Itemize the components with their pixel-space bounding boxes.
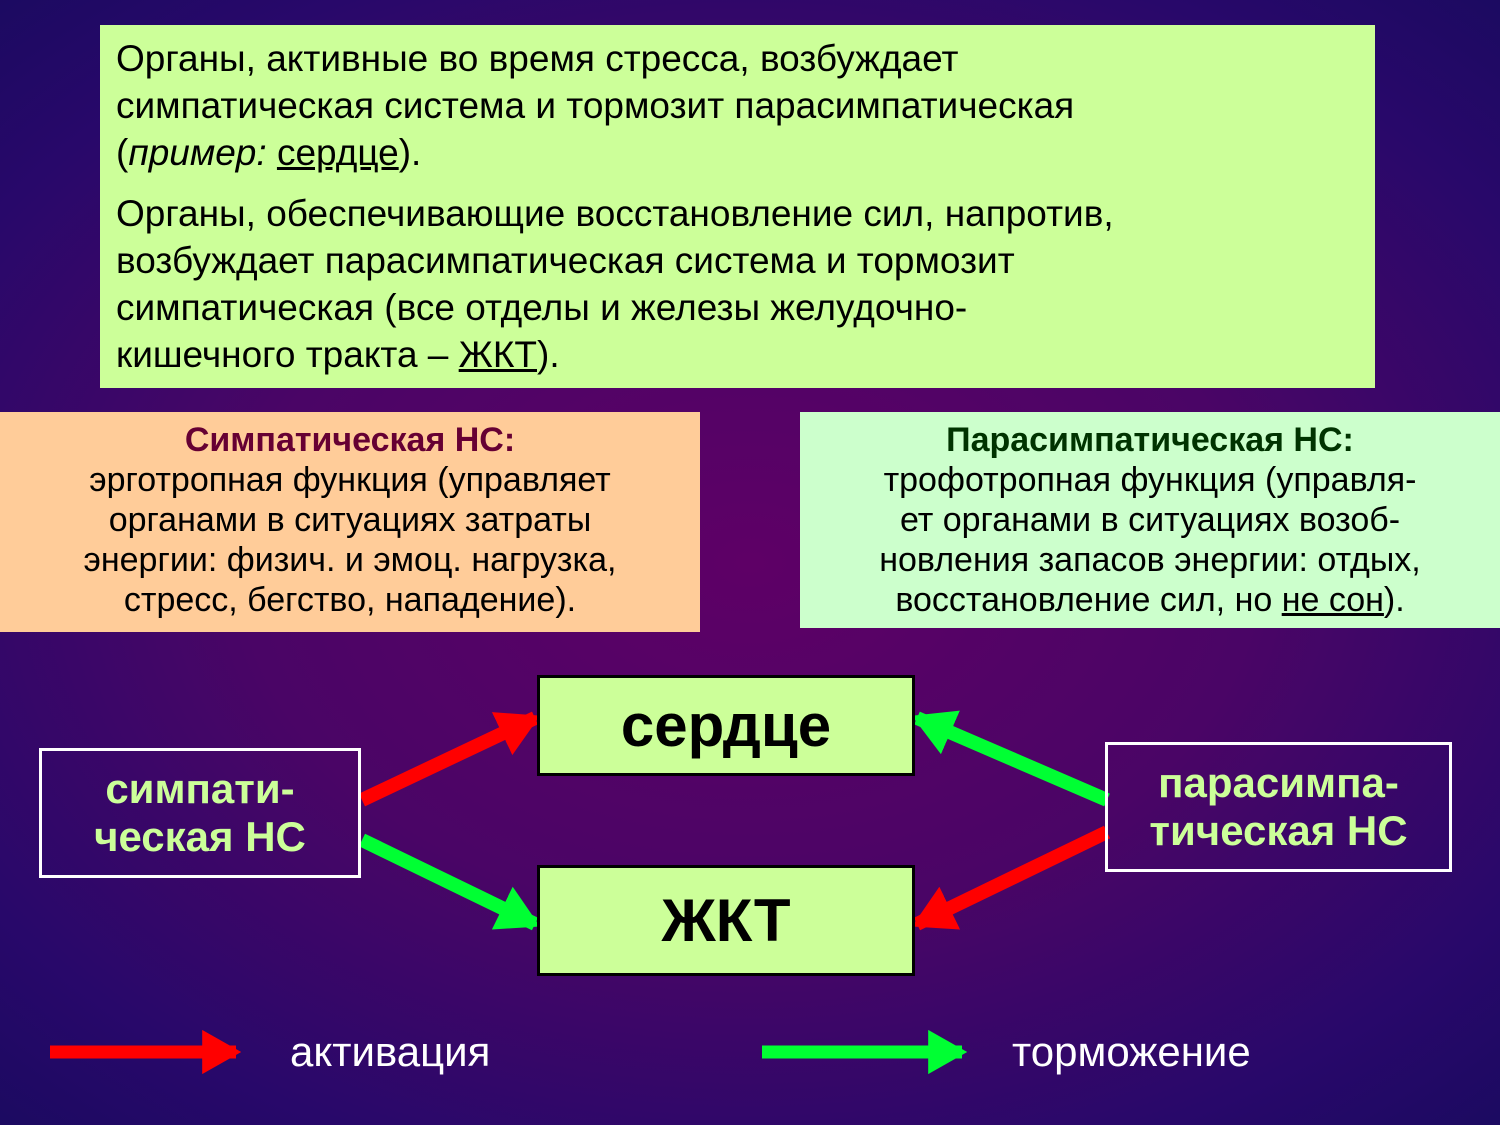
parasympathetic-ns-box: парасимпа- тическая НС — [1105, 742, 1452, 872]
activation-arrow-parasympathetic-gut — [911, 825, 1111, 931]
legend-activation-label: активация — [290, 1028, 491, 1075]
intro-paragraph-1: Органы, активные во время стресса, возбу… — [116, 38, 1075, 173]
sympathetic-description: Симпатическая НС: эрготропная функция (у… — [0, 412, 700, 632]
gut-box: ЖКТ — [537, 865, 915, 976]
intro-paragraph-2: Органы, обеспечивающие восстановление си… — [116, 193, 1114, 375]
heart-box: сердце — [537, 675, 915, 776]
sympathetic-ns-box: симпати- ческая НС — [39, 748, 361, 878]
activation-arrow-sympathetic-heart — [359, 711, 541, 807]
intro-text-box: Органы, активные во время стресса, возбу… — [100, 25, 1375, 388]
inhibition-arrow-sympathetic-gut — [358, 833, 541, 931]
example-organ: сердце — [276, 132, 399, 173]
legend-inhibition-label: торможение — [1012, 1028, 1251, 1075]
inhibition-arrow-parasympathetic-heart — [911, 710, 1110, 807]
example-label: пример: — [128, 132, 267, 173]
sympathetic-title: Симпатическая НС: — [184, 421, 516, 459]
parasympathetic-title: Парасимпатическая НС: — [946, 421, 1354, 459]
parasympathetic-description: Парасимпатическая НС: трофотропная функц… — [800, 412, 1500, 628]
gut-abbr: ЖКТ — [458, 334, 537, 375]
